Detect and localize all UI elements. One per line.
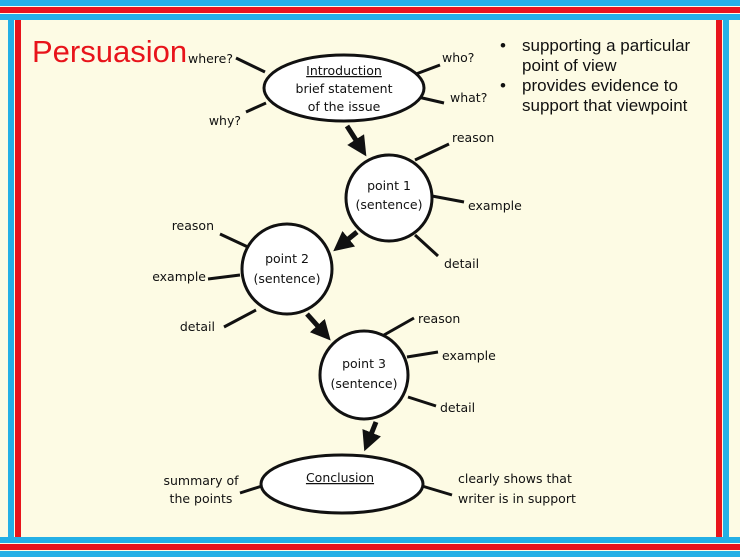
spoke-line bbox=[417, 95, 445, 105]
spoke-line bbox=[245, 101, 267, 114]
bullet-item: provides evidence to support that viewpo… bbox=[500, 76, 715, 116]
point-1-title: point 1 bbox=[367, 178, 411, 193]
spoke-line bbox=[219, 232, 251, 250]
spoke-label-reason: reason bbox=[172, 218, 214, 233]
point-2-circle bbox=[240, 222, 334, 316]
point-1-circle bbox=[344, 153, 434, 243]
conclusion-left-text: summary of bbox=[163, 473, 239, 488]
spoke-line bbox=[383, 316, 415, 337]
introduction-heading: Introduction bbox=[306, 63, 382, 78]
spoke-label-example: example bbox=[468, 198, 522, 213]
conclusion-ellipse bbox=[259, 453, 425, 515]
spoke-label-detail: detail bbox=[440, 400, 475, 415]
point-1-node: point 1 (sentence) reason example detail bbox=[344, 130, 522, 271]
spoke-line bbox=[223, 308, 257, 329]
conclusion-right-text: writer is in support bbox=[458, 491, 576, 506]
conclusion-heading: Conclusion bbox=[306, 470, 374, 485]
spoke-label-what: what? bbox=[450, 90, 487, 105]
bullet-item: supporting a particular point of view bbox=[500, 36, 715, 76]
spoke-line bbox=[414, 142, 450, 162]
spoke-line bbox=[235, 56, 266, 74]
spoke-label-reason: reason bbox=[418, 311, 460, 326]
slide-title: Persuasion bbox=[32, 34, 188, 69]
spoke-line bbox=[431, 194, 465, 204]
flow-arrow bbox=[344, 124, 367, 157]
point-1-subtitle: (sentence) bbox=[356, 197, 423, 212]
spoke-line bbox=[407, 395, 437, 408]
point-3-title: point 3 bbox=[342, 356, 386, 371]
spoke-line bbox=[207, 273, 241, 281]
point-3-circle bbox=[318, 329, 410, 421]
introduction-node: Introduction brief statement of the issu… bbox=[188, 50, 487, 128]
point-2-node: point 2 (sentence) reason example detail bbox=[152, 218, 334, 334]
introduction-ellipse bbox=[262, 53, 426, 123]
spoke-line bbox=[406, 350, 439, 359]
spoke-label-detail: detail bbox=[444, 256, 479, 271]
flow-arrow bbox=[305, 312, 331, 341]
point-3-subtitle: (sentence) bbox=[331, 376, 398, 391]
flow-arrow bbox=[333, 230, 359, 252]
spoke-line bbox=[239, 484, 263, 495]
spoke-label-detail: detail bbox=[180, 319, 215, 334]
point-2-title: point 2 bbox=[265, 251, 309, 266]
spoke-label-example: example bbox=[152, 269, 206, 284]
spoke-label-reason: reason bbox=[452, 130, 494, 145]
conclusion-left-text: the points bbox=[170, 491, 233, 506]
flow-arrow bbox=[362, 421, 381, 452]
spoke-line bbox=[413, 233, 440, 258]
introduction-line: brief statement bbox=[296, 81, 393, 96]
spoke-line bbox=[421, 484, 453, 497]
introduction-line: of the issue bbox=[308, 99, 381, 114]
spoke-label-example: example bbox=[442, 348, 496, 363]
point-3-node: point 3 (sentence) reason example detail bbox=[318, 311, 496, 421]
conclusion-right-text: clearly shows that bbox=[458, 471, 572, 486]
spoke-label-where: where? bbox=[188, 51, 233, 66]
spoke-line bbox=[415, 63, 441, 76]
spoke-label-why: why? bbox=[209, 113, 241, 128]
point-2-subtitle: (sentence) bbox=[254, 271, 321, 286]
bullet-list: supporting a particular point of view pr… bbox=[500, 36, 715, 116]
spoke-label-who: who? bbox=[442, 50, 474, 65]
conclusion-node: Conclusion summary of the points clearly… bbox=[163, 453, 576, 515]
